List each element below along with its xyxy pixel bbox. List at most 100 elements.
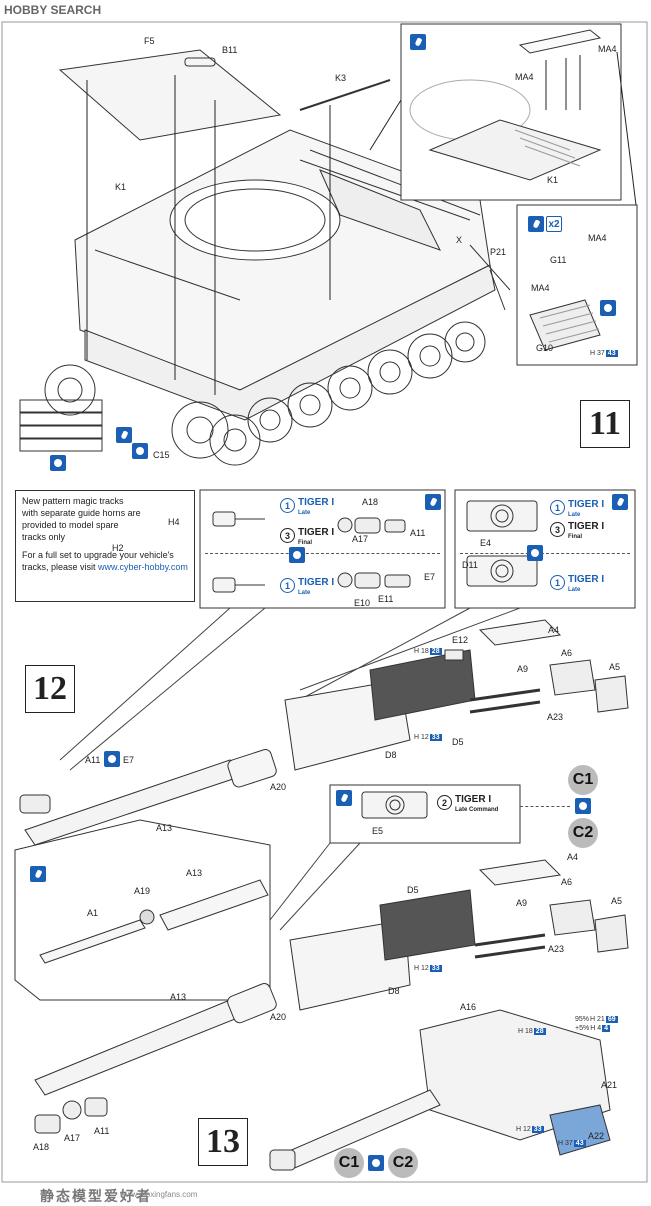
part-B11-tube — [184, 57, 216, 67]
label-MA4-c: MA4 — [588, 233, 607, 243]
mantlet-D8-step13 — [289, 919, 411, 1011]
c-separator — [520, 806, 570, 807]
hobby-search-logo: HOBBY SEARCH — [4, 3, 102, 17]
step-13-number: 13 — [198, 1118, 248, 1166]
label-K1-inset: K1 — [547, 175, 559, 185]
part-A5-step12 — [594, 675, 629, 713]
label-A13-a: A13 — [156, 823, 173, 833]
label-G10: G10 — [536, 343, 554, 353]
variant-number: 3 — [280, 528, 295, 543]
drive-sprockets — [44, 364, 261, 466]
cupola-separator — [460, 553, 630, 554]
option-icon-A11-E7 — [104, 751, 120, 767]
label-D8-b: D8 — [388, 986, 400, 996]
inset-grille-mesh — [529, 299, 601, 351]
label-A22: A22 — [588, 1131, 605, 1141]
label-D8-a: D8 — [385, 750, 397, 760]
label-B11: B11 — [222, 45, 238, 55]
part-F5-plate — [58, 49, 282, 141]
label-A19: A19 — [134, 886, 151, 896]
label-X: X — [456, 235, 463, 245]
label-E7-box: E7 — [424, 572, 436, 582]
recoil-guard-A22 — [549, 1104, 611, 1156]
note-para-2-text: For a full set to upgrade your vehicle's… — [22, 550, 174, 572]
glue-icon-mantlet-box — [425, 494, 441, 510]
barrel-inset-A1 — [39, 879, 269, 964]
inset-grille-plate — [428, 119, 602, 181]
label-MA4-a: MA4 — [598, 44, 617, 54]
cupola-box-drawings — [466, 500, 538, 587]
label-A23-b: A23 — [548, 944, 565, 954]
cut-icon-spare-tracks — [50, 455, 66, 471]
glue-icon-tracks — [116, 427, 132, 443]
c2-badge-top: C2 — [568, 818, 598, 848]
label-A20-b: A20 — [270, 1012, 287, 1022]
label-A13-inset: A13 — [186, 868, 203, 878]
part-A4-step13 — [478, 859, 562, 886]
repeat-x2-icon: x2 — [546, 216, 562, 232]
part-A6-step13 — [549, 899, 596, 936]
spare-track-links — [19, 399, 103, 452]
glue-icon-inset — [410, 34, 426, 50]
label-A5-b: A5 — [611, 896, 623, 906]
label-A13-b: A13 — [170, 992, 187, 1002]
road-wheels — [247, 321, 486, 443]
muzzle-parts-step13 — [34, 1097, 108, 1134]
label-D11: D11 — [462, 560, 478, 570]
label-A4-a: A4 — [548, 625, 560, 635]
cyber-hobby-link[interactable]: www.cyber-hobby.com — [98, 562, 188, 572]
variant-number: 1 — [550, 500, 565, 515]
magic-tracks-note: New pattern magic tracks with separate g… — [15, 490, 195, 602]
step-11-number: 11 — [580, 400, 630, 448]
hull-side-plate — [84, 264, 496, 421]
c2-badge-bottom: C2 — [388, 1148, 418, 1178]
cut-icon-tracks — [132, 443, 148, 459]
remove-part-icon — [600, 300, 616, 316]
label-C15: C15 — [153, 450, 170, 460]
variant-number: 1 — [550, 575, 565, 590]
part-A23-step13 — [474, 933, 546, 959]
muzzle-box-drawings — [337, 517, 411, 589]
label-D5-a: D5 — [452, 737, 464, 747]
part-A6-step12 — [549, 659, 596, 696]
c-option-icon — [575, 798, 591, 814]
label-K1: K1 — [115, 182, 127, 192]
option-separator — [205, 553, 440, 554]
label-G11: G11 — [550, 255, 567, 265]
label-A18-box: A18 — [362, 497, 379, 507]
c1-badge-top: C1 — [568, 765, 598, 795]
label-A17-step13: A17 — [64, 1133, 81, 1143]
gun-breech-A16 — [419, 1009, 611, 1141]
label-A11-box: A11 — [410, 528, 426, 538]
label-A6-a: A6 — [561, 648, 573, 658]
muzzle-brake-A11-step12 — [19, 794, 51, 814]
label-A17-box: A17 — [352, 534, 369, 544]
label-A1: A1 — [87, 908, 99, 918]
glue-icon-commander-box — [336, 790, 352, 806]
note-para-1: New pattern magic tracks with separate g… — [22, 496, 141, 542]
label-D5-b: D5 — [407, 885, 419, 895]
label-H2: H2 — [112, 543, 124, 553]
label-E11: E11 — [378, 594, 394, 604]
c1-badge-bottom: C1 — [334, 1148, 364, 1178]
step-12-number: 12 — [25, 665, 75, 713]
label-A9-b: A9 — [516, 898, 528, 908]
glue-icon-inset-2 — [528, 216, 544, 232]
label-A23-a: A23 — [547, 712, 564, 722]
label-E12: E12 — [452, 635, 469, 645]
